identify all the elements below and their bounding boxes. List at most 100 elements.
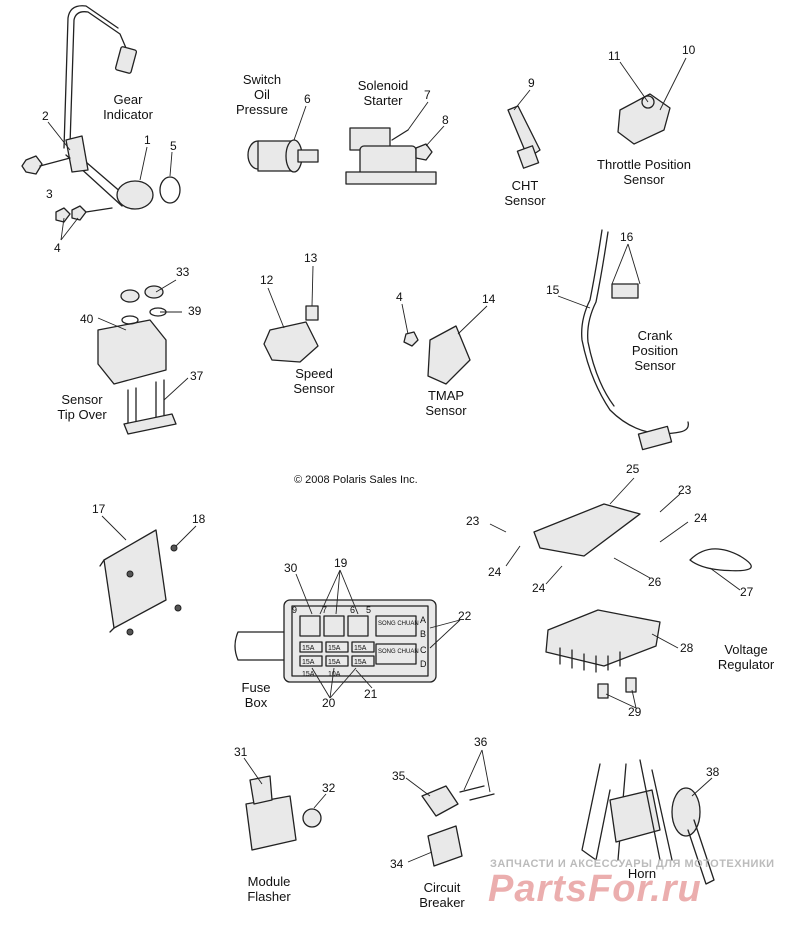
callout-12: 12 <box>260 273 274 287</box>
ecu-module-part <box>99 529 182 636</box>
callout-33: 33 <box>176 265 190 279</box>
label-line: Pressure <box>235 102 289 117</box>
label-solenoid-starter: Solenoid Starter <box>348 78 418 108</box>
callout-8: 8 <box>442 113 449 127</box>
crank-position-sensor-part <box>581 229 689 451</box>
callout-24: 24 <box>488 565 502 579</box>
label-circuit-breaker: Circuit Breaker <box>410 880 474 910</box>
fuse-row-d: D <box>420 659 427 669</box>
callout-18: 18 <box>192 512 206 526</box>
callout-11: 11 <box>608 49 621 63</box>
label-line: Crank <box>637 328 673 343</box>
label-line: TMAP <box>427 388 465 403</box>
oil-pressure-switch-part <box>247 139 319 173</box>
callout-35: 35 <box>392 769 406 783</box>
callout-40: 40 <box>80 312 94 326</box>
watermark-logo: PartsFor.ru <box>488 868 702 910</box>
callout-10: 10 <box>682 43 696 57</box>
callout-37: 37 <box>190 369 204 383</box>
fuse-row-c: C <box>420 645 427 655</box>
tmap-sensor-part <box>403 325 471 385</box>
label-line: Switch <box>242 72 282 87</box>
callout-3: 3 <box>46 187 53 201</box>
label-line: Solenoid <box>357 78 409 93</box>
label-line: Sensor <box>634 358 676 373</box>
callout-38: 38 <box>706 765 720 779</box>
label-gear-indicator: Gear Indicator <box>98 92 158 122</box>
fuse-slot-7: 7 <box>322 605 328 615</box>
fuse-value: 15A <box>354 645 367 652</box>
label-line: Box <box>244 695 268 710</box>
callout-7: 7 <box>424 88 431 102</box>
callout-34: 34 <box>390 857 404 871</box>
fuse-box-part <box>234 599 437 683</box>
label-line: Throttle Position <box>597 157 691 172</box>
fuse-value: 15A <box>302 645 315 652</box>
callout-24c: 24 <box>694 511 708 525</box>
callout-6: 6 <box>304 92 311 106</box>
label-line: Sensor <box>293 381 335 396</box>
module-flasher-part <box>245 775 322 851</box>
label-fuse-box: Fuse Box <box>234 680 278 710</box>
label-line: Voltage <box>724 642 768 657</box>
label-line: Regulator <box>717 657 775 672</box>
gear-indicator-part <box>21 5 181 223</box>
label-speed-sensor: Speed Sensor <box>284 366 344 396</box>
copyright-text: © 2008 Polaris Sales Inc. <box>294 474 418 486</box>
callout-39: 39 <box>188 304 202 318</box>
relay-label: SONG CHUAN <box>378 649 419 655</box>
label-line: Flasher <box>247 889 291 904</box>
callout-15: 15 <box>546 283 560 297</box>
callout-29: 29 <box>628 705 642 719</box>
callout-13: 13 <box>304 251 318 265</box>
label-throttle-position-sensor: Throttle Position Sensor <box>586 157 702 187</box>
callout-22: 22 <box>458 609 472 623</box>
label-voltage-regulator: Voltage Regulator <box>706 642 786 672</box>
fuse-value: 15A <box>328 659 341 666</box>
label-line: Starter <box>363 93 403 108</box>
relay-label: SONG CHUAN <box>378 621 419 627</box>
label-line: CHT <box>511 178 539 193</box>
callout-23b: 23 <box>678 483 692 497</box>
fuse-value: 15A <box>302 659 315 666</box>
label-line: Circuit <box>423 880 461 895</box>
callout-31: 31 <box>234 745 248 759</box>
label-line: Fuse <box>241 680 271 695</box>
callout-36: 36 <box>474 735 488 749</box>
horn-part <box>581 759 715 885</box>
label-line: Indicator <box>103 107 153 122</box>
callout-32: 32 <box>322 781 336 795</box>
voltage-regulator-part <box>545 609 661 699</box>
label-line: Horn <box>627 866 657 881</box>
label-line: Sensor <box>504 193 546 208</box>
watermark-tagline: ЗАПЧАСТИ И АКСЕССУАРЫ ДЛЯ МОТОТЕХНИКИ <box>490 858 775 870</box>
callout-28: 28 <box>680 641 694 655</box>
fuse-row-a: A <box>420 615 427 625</box>
label-line: Sensor <box>425 403 467 418</box>
label-line: Speed <box>295 366 333 381</box>
callout-1: 1 <box>144 133 151 147</box>
fuse-slot-6: 6 <box>350 605 356 615</box>
label-line: Breaker <box>419 895 465 910</box>
callout-2: 2 <box>42 109 49 123</box>
label-sensor-tip-over: Sensor Tip Over <box>50 392 114 422</box>
label-horn: Horn <box>622 866 662 881</box>
throttle-position-sensor-part <box>617 93 671 145</box>
label-line: Tip Over <box>57 407 107 422</box>
callout-17: 17 <box>92 502 106 516</box>
fuse-slot-5: 5 <box>366 605 372 615</box>
bracket-part <box>533 503 752 572</box>
circuit-breaker-part <box>421 785 495 867</box>
callout-19: 19 <box>334 556 348 570</box>
callout-24b: 24 <box>532 581 546 595</box>
label-line: Oil <box>254 87 270 102</box>
label-line: Position <box>631 343 679 358</box>
callout-4b: 4 <box>396 290 403 304</box>
cht-sensor-part <box>507 105 541 169</box>
callout-14: 14 <box>482 292 496 306</box>
label-line: Sensor <box>61 392 103 407</box>
callout-9: 9 <box>528 76 535 90</box>
tip-over-sensor-part <box>97 285 177 435</box>
fuse-value: 15A <box>302 671 315 678</box>
fuse-value: 10A <box>328 671 341 678</box>
